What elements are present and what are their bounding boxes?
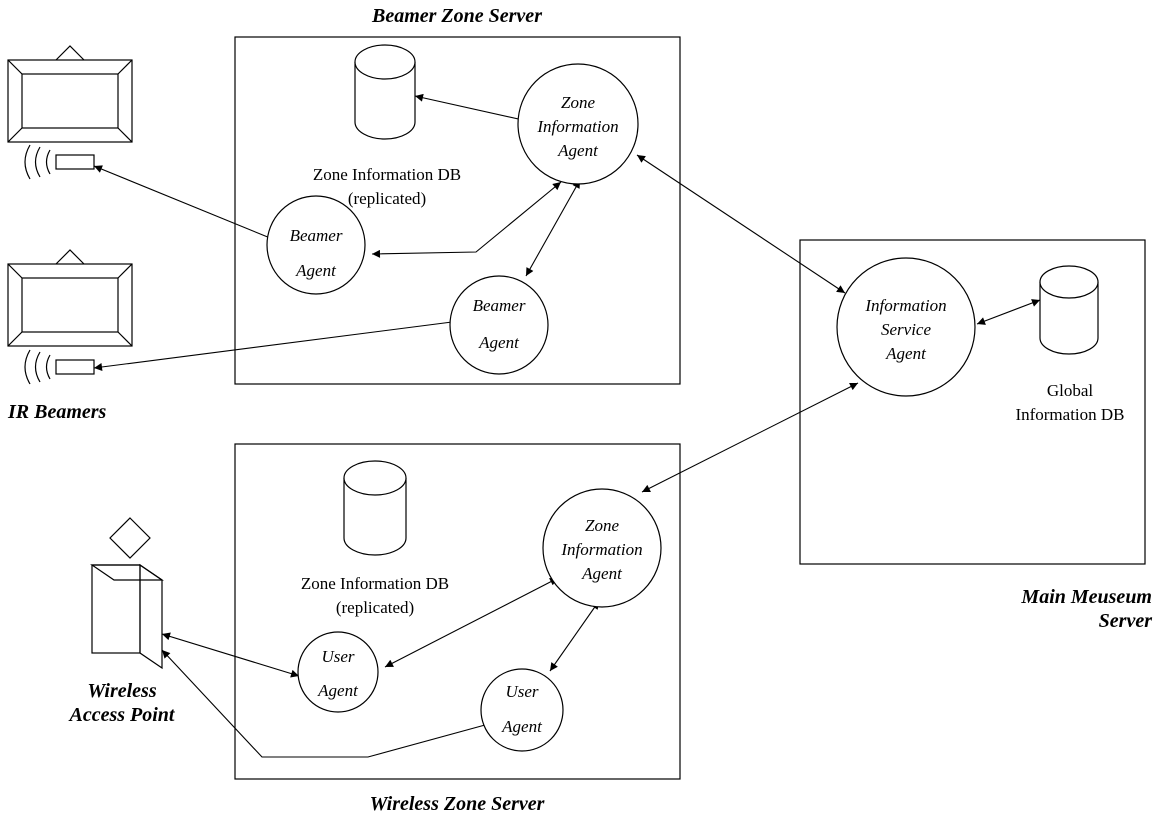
agent-label: Agent bbox=[557, 141, 599, 160]
antenna-icon bbox=[109, 517, 151, 559]
ir-emitter-icon bbox=[55, 359, 95, 375]
zone-db-cylinder-beamer bbox=[354, 44, 416, 140]
information-service-agent: Information Service Agent bbox=[836, 257, 976, 397]
ir-beamer-device-top bbox=[7, 45, 133, 180]
zone-db-label-beamer-line1: Zone Information DB bbox=[313, 165, 461, 184]
agent-label: Agent bbox=[317, 681, 359, 700]
arrow-infoservice-globaldb bbox=[976, 299, 1041, 325]
main-museum-server-title-line2: Server bbox=[1099, 610, 1153, 632]
wireless-label-line1: Wireless bbox=[87, 680, 156, 702]
beamer-zone-server-title: Beamer Zone Server bbox=[371, 5, 542, 27]
agent-label: Agent bbox=[885, 344, 927, 363]
agent-label: Service bbox=[881, 320, 931, 339]
beamer-agent-1: Beamer Agent bbox=[266, 195, 366, 295]
global-db-cylinder bbox=[1039, 265, 1099, 355]
global-db-label-line2: Information DB bbox=[1015, 405, 1124, 424]
agent-label: Information bbox=[864, 296, 946, 315]
arrow-infoservice-zoneagent-wireless bbox=[641, 382, 859, 493]
agent-label: Information bbox=[536, 117, 618, 136]
agent-label: Agent bbox=[478, 333, 520, 352]
agent-label: Beamer bbox=[473, 296, 526, 315]
arrow-beameragent2-irbeamer-bottom bbox=[93, 321, 453, 371]
beamer-agent-2: Beamer Agent bbox=[449, 275, 549, 375]
wireless-zone-server-title: Wireless Zone Server bbox=[370, 793, 545, 815]
agent-label: User bbox=[321, 647, 354, 666]
arrow-accesspoint-useragent-2 bbox=[161, 649, 497, 758]
zone-db-label-wireless-line2: (replicated) bbox=[336, 598, 414, 617]
agent-label: Zone bbox=[561, 93, 595, 112]
arrow-zonedb-zoneagent-beamer bbox=[414, 93, 533, 125]
zone-information-agent-beamer: Zone Information Agent bbox=[517, 63, 639, 185]
ir-beamers-label: IR Beamers bbox=[7, 401, 107, 423]
ir-emitter-icon bbox=[55, 154, 95, 170]
zone-db-cylinder-wireless bbox=[343, 460, 407, 556]
ir-beamer-device-bottom bbox=[7, 249, 133, 385]
agent-label: Agent bbox=[581, 564, 623, 583]
arrow-beameragent-irbeamer-top bbox=[93, 165, 276, 241]
arrow-zoneagent-infoservice-beamer bbox=[636, 154, 846, 294]
global-db-label-line1: Global bbox=[1047, 381, 1094, 400]
beamer-mount-icon bbox=[55, 45, 85, 61]
agent-label: Information bbox=[560, 540, 642, 559]
main-museum-server-title-line1: Main Meuseum bbox=[1020, 586, 1152, 608]
zone-db-label-wireless-line1: Zone Information DB bbox=[301, 574, 449, 593]
arrow-zoneagent-beameragent-2 bbox=[525, 179, 581, 277]
arrow-accesspoint-useragent-1 bbox=[161, 632, 300, 678]
agent-label: Agent bbox=[501, 717, 543, 736]
agent-label: User bbox=[505, 682, 538, 701]
zone-db-label-beamer-line2: (replicated) bbox=[348, 189, 426, 208]
agent-label: Agent bbox=[295, 261, 337, 280]
agent-label: Zone bbox=[585, 516, 619, 535]
ir-signal-icon bbox=[24, 349, 51, 385]
wireless-zone-server-box bbox=[234, 443, 681, 780]
beamer-mount-icon bbox=[55, 249, 85, 265]
agent-label: Beamer bbox=[290, 226, 343, 245]
arrow-zoneagent-useragent-2 bbox=[549, 600, 600, 672]
user-agent-2: User Agent bbox=[480, 668, 564, 752]
access-point-label-line2: Access Point bbox=[68, 704, 176, 726]
user-agent-1: User Agent bbox=[297, 631, 379, 713]
wireless-access-point-device bbox=[90, 517, 164, 670]
ir-signal-icon bbox=[24, 144, 51, 180]
connections bbox=[93, 93, 1041, 758]
zone-information-agent-wireless: Zone Information Agent bbox=[542, 488, 662, 608]
